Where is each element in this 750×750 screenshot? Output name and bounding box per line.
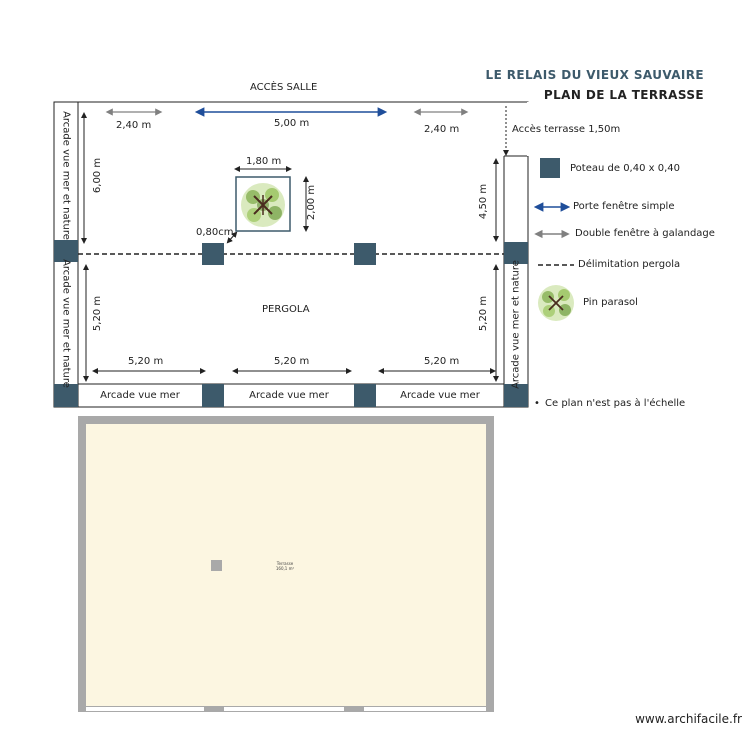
floorplan-opening (224, 706, 344, 712)
floorplan-opening (86, 706, 204, 712)
floorplan-room (86, 424, 486, 706)
floorplan-opening (364, 706, 486, 712)
pergola-label: PERGOLA (262, 304, 310, 315)
arcade-right-lower: Arcade vue mer et nature (510, 260, 522, 389)
dim-bottom-3: 5,20 m (424, 356, 460, 367)
floorplan-room-area: 160,1 m² (275, 566, 295, 571)
arcade-bottom-3: Arcade vue mer (400, 390, 480, 401)
plan-subtitle: PLAN DE LA TERRASSE (543, 88, 704, 102)
dim-bottom-2: 5,20 m (274, 356, 310, 367)
arcade-left-upper: Arcade vue mer et nature (60, 111, 72, 240)
post (202, 243, 224, 265)
dashed-line-icon (538, 264, 574, 266)
post (354, 243, 376, 265)
legend-item-label: Porte fenêtre simple (573, 201, 675, 212)
dim-right-lower: 5,20 m (478, 295, 490, 332)
legend-item-label: Délimitation pergola (578, 259, 681, 270)
floorplan-room-label: Terrasse (276, 561, 294, 566)
dim-tree-height: 2,00 m (306, 184, 318, 221)
dim-top-right: 2,40 m (424, 124, 460, 135)
post-square-icon (540, 158, 560, 178)
post (54, 240, 78, 262)
dim-top-center: 5,00 m (274, 118, 310, 129)
dim-left-lower: 5,20 m (92, 295, 104, 332)
dim-top-left: 2,40 m (116, 120, 152, 131)
arcade-left-lower: Arcade vue mer et nature (60, 259, 72, 388)
watermark[interactable]: www.archifacile.fr (635, 712, 742, 726)
arcade-bottom-2: Arcade vue mer (249, 390, 329, 401)
post (504, 384, 528, 407)
tree-planter (235, 176, 291, 232)
post (354, 384, 376, 407)
dim-bottom-1: 5,20 m (128, 356, 164, 367)
access-terrace-label: Accès terrasse 1,50m (512, 124, 621, 135)
scale-note: Ce plan n'est pas à l'échelle (545, 398, 686, 409)
pine-tree-icon (241, 183, 285, 227)
dim-tree-width: 1,80 m (246, 156, 282, 167)
floorplan-post (211, 560, 222, 571)
blue-double-arrow-icon (534, 202, 570, 212)
dim-right-upper: 4,50 m (478, 183, 490, 220)
legend-item-label: Double fenêtre à galandage (575, 228, 715, 239)
access-room-label: ACCÈS SALLE (250, 82, 318, 93)
legend-item-label: Pin parasol (583, 297, 638, 308)
dim-tree-gap: 0,80cm (196, 227, 234, 238)
post (54, 384, 78, 407)
post (504, 242, 528, 264)
plan-drawing (53, 101, 529, 408)
grey-double-arrow-icon (534, 229, 570, 239)
arcade-bottom-1: Arcade vue mer (100, 390, 180, 401)
post (202, 384, 224, 407)
plan-title: LE RELAIS DU VIEUX SAUVAIRE (485, 68, 704, 82)
dim-left-upper: 6,00 m (92, 157, 104, 194)
pine-tree-icon (538, 285, 574, 321)
bullet-icon: • (534, 398, 540, 409)
legend-item-label: Poteau de 0,40 x 0,40 (570, 163, 680, 174)
